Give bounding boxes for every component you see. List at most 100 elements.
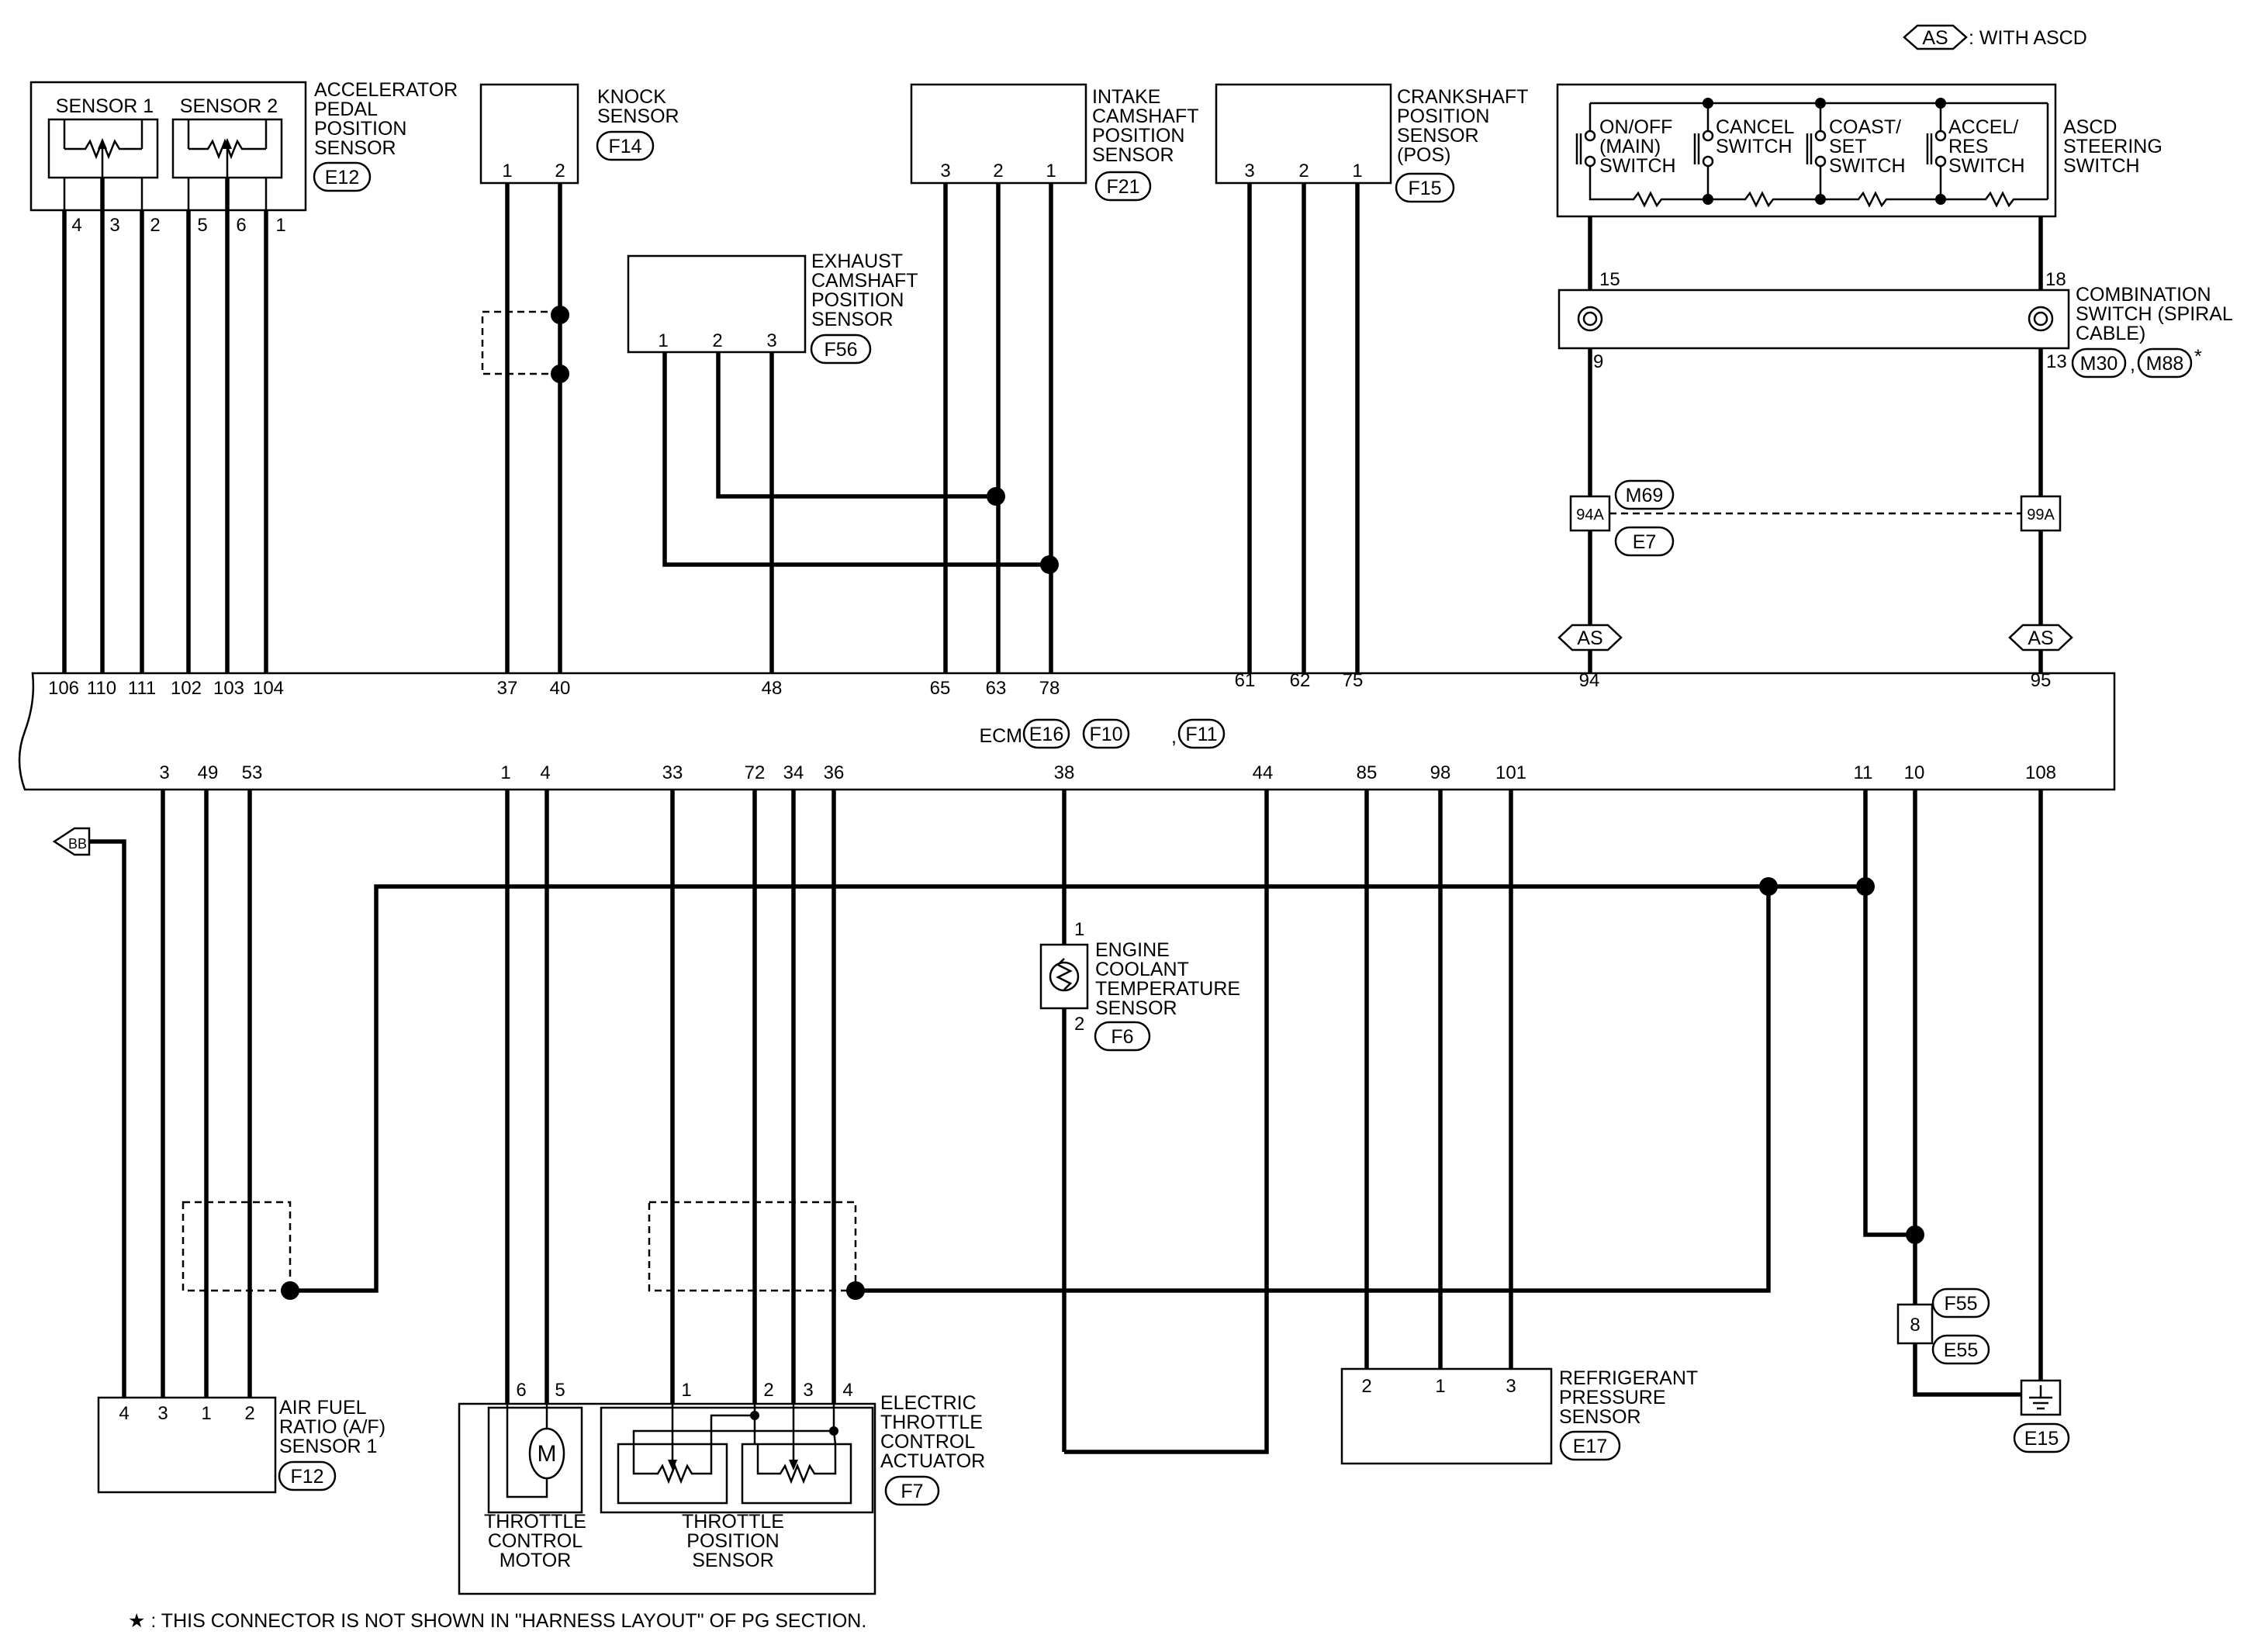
exhaust-pin-3: 3 — [766, 330, 776, 351]
intake-connector-oval — [1094, 171, 1152, 202]
throttle-pin-3: 3 — [803, 1380, 813, 1401]
app-pin-4: 4 — [71, 215, 81, 236]
af-title-2: RATIO (A/F) — [279, 1416, 385, 1438]
intake-title-3: POSITION — [1092, 125, 1184, 147]
intake-cmp-box — [910, 83, 1087, 185]
app-wires — [62, 178, 268, 673]
combo-pin-13: 13 — [2046, 351, 2067, 372]
ect-title-4: SENSOR — [1095, 997, 1177, 1019]
combo-title-2: SWITCH (SPIRAL — [2076, 303, 2233, 325]
legend-text: : WITH ASCD — [1969, 27, 2087, 49]
as-tag-right: AS — [2028, 627, 2053, 649]
af-pin-3: 3 — [157, 1403, 168, 1424]
ckp-title-3: SENSOR — [1397, 125, 1479, 147]
ecm-connector-1: E16 — [1029, 724, 1063, 745]
ascd-title-1: ASCD — [2063, 116, 2117, 138]
knock-connector-oval — [596, 130, 655, 161]
refrig-pin-1: 1 — [1435, 1376, 1445, 1397]
motor-label-3: MOTOR — [500, 1550, 572, 1571]
app-pin-1: 1 — [275, 215, 285, 236]
knock-pin-2: 2 — [555, 161, 565, 181]
intake-connector: F21 — [1106, 176, 1139, 198]
ecm-pin-75: 75 — [1343, 670, 1364, 691]
tps-label-1: THROTTLE — [682, 1511, 784, 1533]
ascd-sw1-line1: ON/OFF — [1599, 116, 1672, 138]
ecm-pin-38: 38 — [1054, 762, 1075, 783]
exhaust-title-4: SENSOR — [811, 309, 894, 330]
tps-pot2-resistor — [756, 1444, 837, 1484]
exhaust-title-2: CAMSHAFT — [811, 270, 918, 292]
ascd-sw1-line2: (MAIN) — [1599, 136, 1661, 157]
ckp-connector: F15 — [1408, 178, 1441, 199]
app-pin-6: 6 — [236, 215, 246, 236]
ecm-pin-72: 72 — [745, 762, 766, 783]
ect-thermistor-circle — [1049, 961, 1080, 992]
af-connector-oval — [278, 1460, 337, 1491]
ecm-pin-78: 78 — [1039, 678, 1060, 699]
ecm-pin-33: 33 — [662, 762, 683, 783]
ecm-pin-37: 37 — [497, 678, 518, 699]
refrig-pin-3: 3 — [1506, 1376, 1516, 1397]
refrig-title-3: SENSOR — [1559, 1406, 1641, 1428]
ecm-pin-102: 102 — [171, 678, 202, 699]
motor-label-1: THROTTLE — [484, 1511, 586, 1533]
combo-title-3: CABLE) — [2076, 323, 2145, 344]
ecm-pin-34: 34 — [783, 762, 804, 783]
intake-pin-3: 3 — [940, 161, 950, 181]
app-title-2: PEDAL — [314, 98, 378, 120]
ground-joint-top-oval — [1931, 1287, 1990, 1318]
app-title-4: SENSOR — [314, 137, 396, 159]
ecm-pin-44: 44 — [1253, 762, 1274, 783]
af-pin-4: 4 — [119, 1403, 129, 1424]
joint-connector: 94A 99A M69 E7 AS AS — [1557, 348, 2073, 673]
combo-pin-18: 18 — [2045, 269, 2066, 290]
footnote: ★ : THIS CONNECTOR IS NOT SHOWN IN "HARN… — [128, 1610, 866, 1632]
motor-label-2: CONTROL — [488, 1530, 583, 1552]
refrig-title-2: PRESSURE — [1559, 1387, 1666, 1408]
refrig-pin-2: 2 — [1361, 1376, 1371, 1397]
intake-pin-2: 2 — [993, 161, 1003, 181]
af-shield — [182, 1201, 292, 1292]
af-sensor-box — [97, 1396, 277, 1494]
joint-bottom-conn-oval — [1614, 526, 1675, 557]
ckp-connector-oval — [1395, 172, 1455, 203]
ground-joint-pin: 8 — [1910, 1315, 1920, 1336]
bb-tag: BB — [68, 836, 87, 852]
bb-connector: BB — [52, 827, 126, 1398]
ecm-pin-3: 3 — [159, 762, 169, 783]
app-sub-sensor-2: SENSOR 2 — [180, 95, 278, 117]
ecm-pin-98: 98 — [1430, 762, 1451, 783]
joint-top-conn-oval — [1614, 479, 1675, 510]
combo-star: * — [2194, 346, 2202, 368]
ecm-pin-101: 101 — [1495, 762, 1526, 783]
ecm-pin-65: 65 — [930, 678, 951, 699]
refrigerant-sensor: 2 1 3 REFRIGERANT PRESSURE SENSOR E17 — [1340, 790, 1698, 1465]
app-title-1: ACCELERATOR — [314, 79, 458, 101]
ground-connector-oval — [2013, 1422, 2070, 1453]
ecm-conn-oval-3 — [1177, 718, 1226, 749]
ect-pin-2: 2 — [1074, 1014, 1084, 1035]
ground-joint-bottom-oval — [1931, 1334, 1990, 1365]
ecm-pin-40: 40 — [550, 678, 571, 699]
ground-connector: E15 — [2024, 1428, 2059, 1450]
ecm-pin-48: 48 — [762, 678, 783, 699]
app-pin-2: 2 — [150, 215, 160, 236]
tps-pot1-resistor — [632, 1444, 713, 1484]
ecm-pin-85: 85 — [1357, 762, 1378, 783]
combo-connector-1: M30 — [2080, 353, 2118, 375]
knock-pin-1: 1 — [502, 161, 512, 181]
legend-as-tag: AS — [1922, 27, 1948, 49]
af-title-1: AIR FUEL — [279, 1397, 367, 1419]
app-pot2-resistor — [188, 138, 266, 160]
ecm-pin-111: 111 — [128, 678, 156, 699]
motor-symbol-circle — [528, 1427, 565, 1480]
ecm-conn-oval-2 — [1082, 718, 1130, 749]
app-connector: E12 — [325, 167, 359, 188]
af-title-3: SENSOR 1 — [279, 1436, 377, 1457]
ecm-pin-61: 61 — [1235, 670, 1256, 691]
knock-shield — [481, 310, 562, 375]
combo-switch-box — [1557, 289, 2070, 350]
ckp-pin-3: 3 — [1244, 161, 1254, 181]
joint-bottom-conn: E7 — [1633, 531, 1657, 553]
ect-connector: F6 — [1111, 1026, 1133, 1048]
